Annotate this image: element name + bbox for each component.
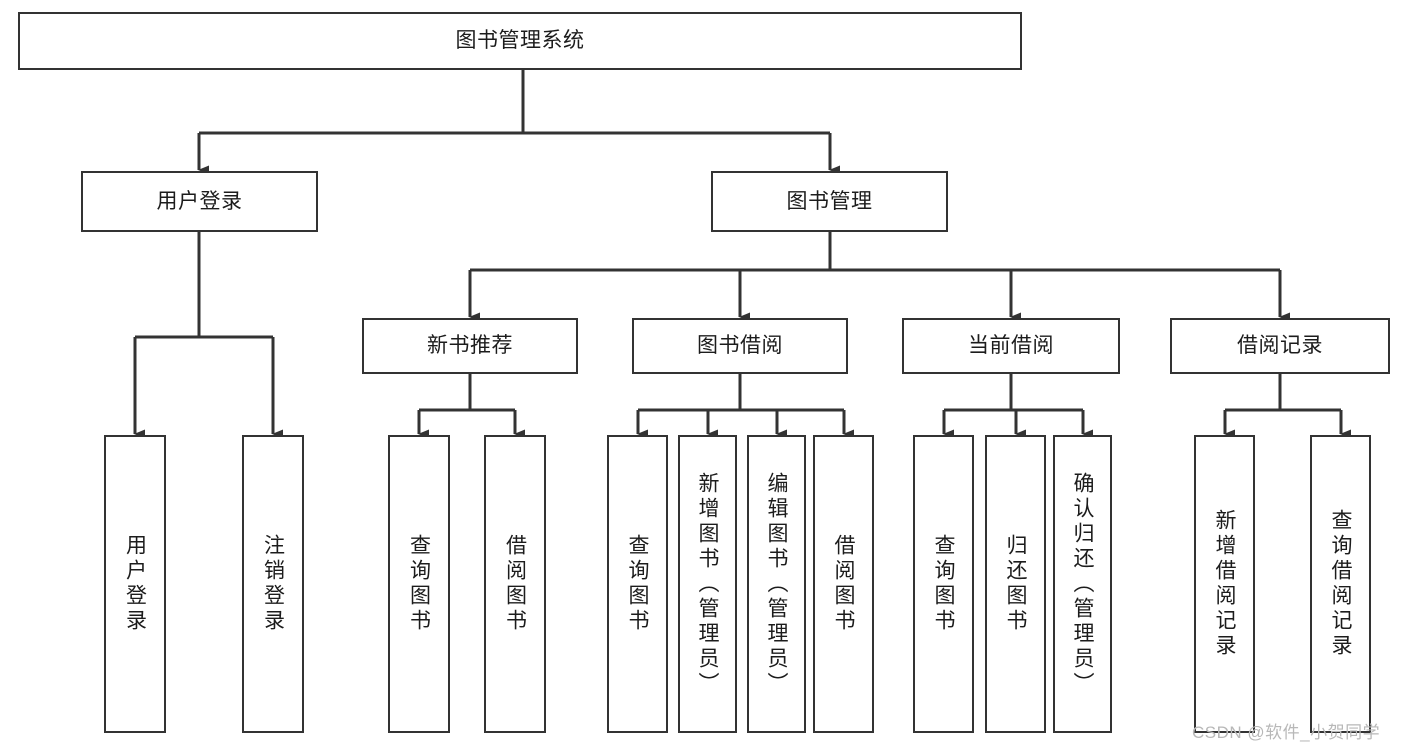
node-book-manage[interactable]: 图书管理 (711, 171, 948, 232)
node-leaf-rec-add-record[interactable]: 新增借阅记录 (1194, 435, 1255, 733)
node-leaf-brw-add-book-label: 新增图书（管理员） (696, 471, 719, 697)
node-user-login-label: 用户登录 (156, 189, 243, 213)
node-leaf-cur-confirm-return-label: 确认归还（管理员） (1071, 471, 1094, 697)
node-leaf-user-logout[interactable]: 注销登录 (242, 435, 304, 733)
node-root[interactable]: 图书管理系统 (18, 12, 1022, 70)
node-leaf-brw-borrow-book-label: 借阅图书 (832, 534, 855, 634)
node-leaf-cur-confirm-return[interactable]: 确认归还（管理员） (1053, 435, 1112, 733)
node-book-manage-label: 图书管理 (786, 189, 873, 213)
node-leaf-user-logout-label: 注销登录 (261, 534, 285, 634)
node-leaf-rec-borrow-book-label: 借阅图书 (503, 534, 527, 634)
node-leaf-rec-query-book[interactable]: 查询图书 (388, 435, 450, 733)
node-leaf-rec-borrow-book[interactable]: 借阅图书 (484, 435, 546, 733)
node-new-book-rec[interactable]: 新书推荐 (362, 318, 578, 374)
node-leaf-brw-edit-book[interactable]: 编辑图书（管理员） (747, 435, 806, 733)
node-user-login[interactable]: 用户登录 (81, 171, 318, 232)
node-borrow-record-label: 借阅记录 (1237, 334, 1323, 358)
node-current-borrow[interactable]: 当前借阅 (902, 318, 1120, 374)
node-current-borrow-label: 当前借阅 (968, 334, 1054, 358)
node-leaf-rec-query-book-label: 查询图书 (407, 534, 431, 634)
node-book-borrow[interactable]: 图书借阅 (632, 318, 848, 374)
node-leaf-rec-query-record[interactable]: 查询借阅记录 (1310, 435, 1371, 733)
node-leaf-brw-query-book[interactable]: 查询图书 (607, 435, 668, 733)
node-new-book-rec-label: 新书推荐 (427, 334, 513, 358)
node-root-label: 图书管理系统 (455, 29, 585, 53)
node-leaf-rec-query-record-label: 查询借阅记录 (1329, 509, 1352, 659)
node-leaf-rec-add-record-label: 新增借阅记录 (1213, 509, 1236, 659)
node-leaf-user-login-label: 用户登录 (123, 534, 147, 634)
node-leaf-brw-add-book[interactable]: 新增图书（管理员） (678, 435, 737, 733)
node-leaf-cur-query-book[interactable]: 查询图书 (913, 435, 974, 733)
node-book-borrow-label: 图书借阅 (697, 334, 783, 358)
node-leaf-brw-borrow-book[interactable]: 借阅图书 (813, 435, 874, 733)
node-leaf-user-login[interactable]: 用户登录 (104, 435, 166, 733)
node-borrow-record[interactable]: 借阅记录 (1170, 318, 1390, 374)
node-leaf-cur-return-book-label: 归还图书 (1004, 534, 1027, 634)
node-leaf-brw-edit-book-label: 编辑图书（管理员） (765, 471, 788, 697)
node-leaf-cur-query-book-label: 查询图书 (932, 534, 955, 634)
connectors-group (133, 70, 1351, 439)
node-leaf-brw-query-book-label: 查询图书 (626, 534, 649, 634)
node-leaf-cur-return-book[interactable]: 归还图书 (985, 435, 1046, 733)
